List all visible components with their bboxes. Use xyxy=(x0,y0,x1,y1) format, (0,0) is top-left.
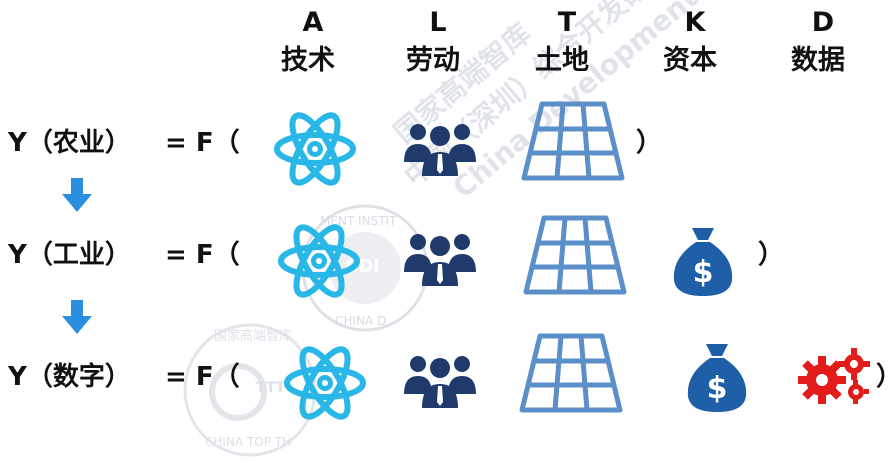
header-name-labor: 劳动 xyxy=(406,45,460,76)
seal-text-4: 国家高端智库 xyxy=(214,328,292,344)
people-group-icon xyxy=(404,234,476,286)
row-eq-industry: = F（ xyxy=(165,240,240,270)
header-name-data: 数据 xyxy=(791,45,845,76)
svg-text:$: $ xyxy=(693,255,714,290)
seal-center-text: CDI xyxy=(345,256,380,277)
row-close-agriculture: ） xyxy=(636,128,663,158)
watermark-seal-cdi: MENT INSTIT CHINA D CDI xyxy=(301,204,429,332)
row-eq-agriculture: = F（ xyxy=(165,128,240,158)
atom-icon xyxy=(278,224,360,298)
header-letter-k: K xyxy=(684,7,706,38)
header-name-capital: 资本 xyxy=(663,45,717,76)
arrow-down-icon xyxy=(62,178,92,212)
header-letter-t: T xyxy=(557,7,577,38)
header-letter-a: A xyxy=(302,7,324,38)
arrow-down-icon xyxy=(62,300,92,334)
header-letter-d: D xyxy=(811,7,835,38)
row-label-industry: Y（工业） xyxy=(8,240,131,270)
grid-field-icon xyxy=(519,333,623,413)
header-letter-l: L xyxy=(429,7,447,38)
atom-icon xyxy=(274,112,356,186)
grid-field-icon xyxy=(521,101,625,181)
seal-text-1: MENT INSTIT xyxy=(320,214,397,228)
seal-center-text-2: TTT xyxy=(256,380,286,396)
people-group-icon xyxy=(404,356,476,408)
seal-text-3: CHINA TOP TH xyxy=(205,435,291,449)
grid-field-icon xyxy=(523,215,627,295)
atom-icon xyxy=(284,346,366,420)
money-bag-icon: $ xyxy=(673,228,733,296)
people-group-icon xyxy=(404,124,476,176)
header-name-tech: 技术 xyxy=(281,45,335,76)
row-label-digital: Y（数字） xyxy=(8,362,131,392)
row-eq-digital: = F（ xyxy=(165,362,240,392)
row-close-digital: ） xyxy=(876,362,893,392)
svg-text:$: $ xyxy=(707,371,728,406)
money-bag-icon: $ xyxy=(687,344,747,412)
gears-icon xyxy=(798,348,870,404)
header-name-land: 土地 xyxy=(535,45,589,76)
row-close-industry: ） xyxy=(758,240,785,270)
row-label-agriculture: Y（农业） xyxy=(8,128,131,158)
seal-text-2: CHINA D xyxy=(335,314,386,328)
